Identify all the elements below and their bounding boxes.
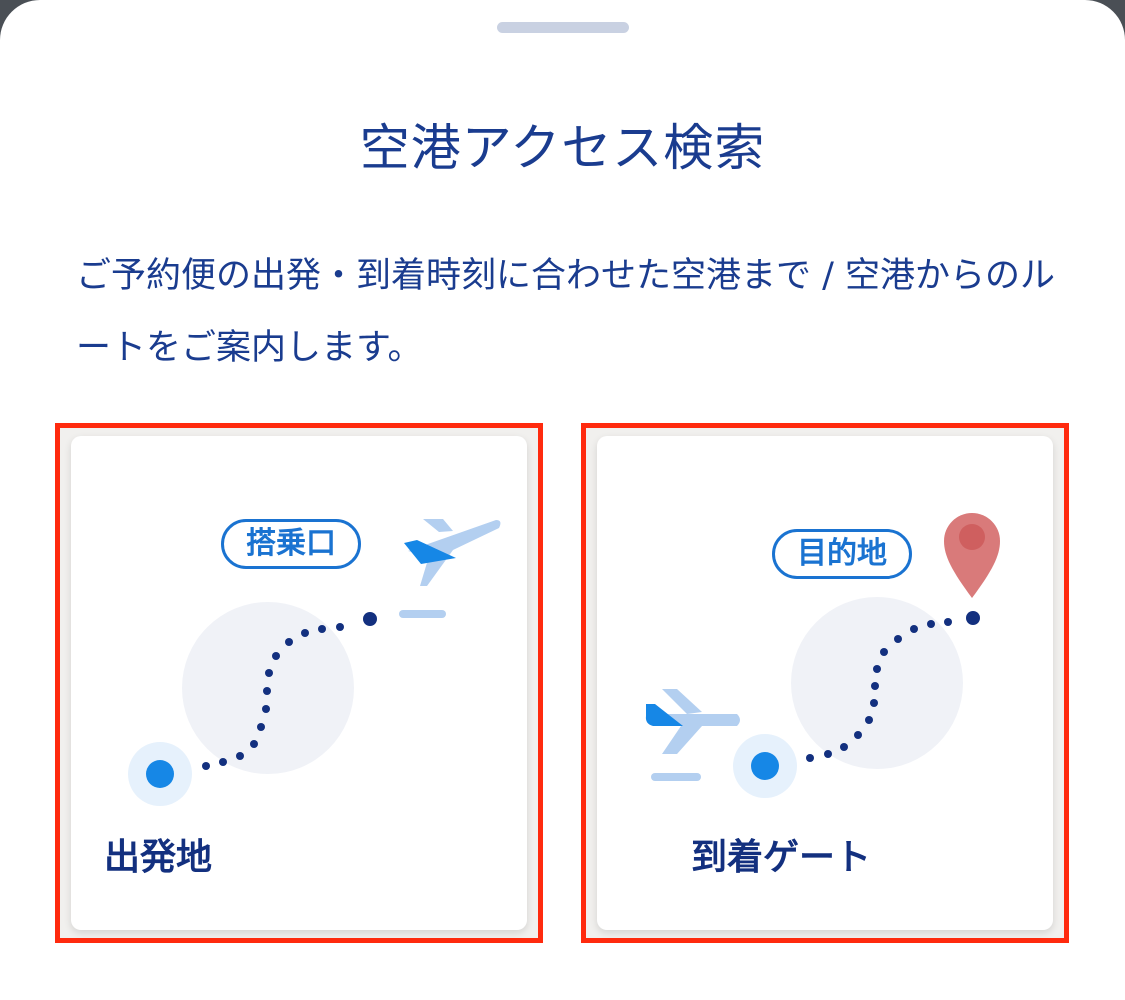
arrival-route-illustration [645,513,1000,798]
destination-tag: 目的地 [772,529,912,579]
boarding-gate-tag: 搭乗口 [221,519,361,569]
departure-route-illustration [128,519,501,806]
highlight-frame-arrival: 目的地 到着ゲート [581,423,1069,943]
departure-card-label: 出発地 [104,837,213,878]
airplane-landing-icon [645,689,740,754]
page-title: 空港アクセス検索 [359,119,766,177]
page-description: ご予約便の出発・到着時刻に合わせた空港まで / 空港からのルートをご案内します。 [76,256,1056,368]
departure-route-card[interactable]: 搭乗口 出発地 [71,436,527,930]
arrival-route-card[interactable]: 目的地 到着ゲート [597,436,1053,930]
sheet-drag-handle[interactable] [497,22,629,33]
airplane-takeoff-icon [404,519,501,586]
arrival-card-label: 到着ゲート [691,837,872,878]
location-pin-icon [944,513,1000,598]
highlight-frame-departure: 搭乗口 出発地 [55,423,543,943]
